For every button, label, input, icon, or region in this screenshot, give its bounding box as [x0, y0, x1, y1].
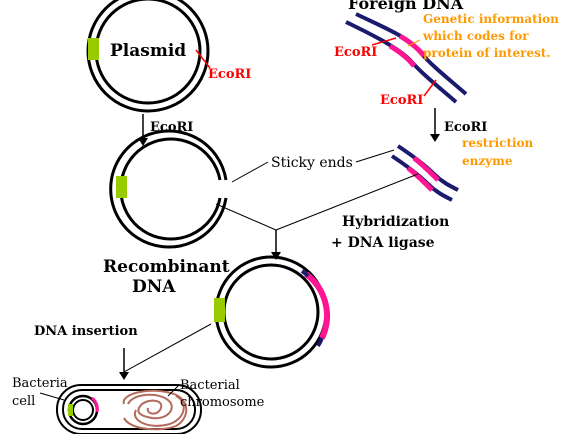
hybridization-line-2: + DNA ligase	[331, 235, 435, 251]
arrowhead-to-bacteria	[119, 372, 129, 380]
ecori-foreign-bottom-label: EcoRI	[380, 93, 423, 108]
bacteria-cell	[56, 384, 202, 434]
ecori-step-right-label: EcoRI	[444, 120, 487, 135]
bacterial-chromosome-line-1: Bacterial	[180, 378, 240, 393]
plasmid-label: Plasmid	[110, 41, 186, 61]
cut-plasmid	[109, 129, 228, 249]
plasmid-ecori-label: EcoRI	[208, 67, 251, 82]
restriction-enzyme-line-1: restriction	[462, 136, 534, 150]
fragment-gene-top	[412, 156, 440, 182]
bacterial-chromosome	[127, 393, 185, 427]
bacterial-chromosome-pointer	[167, 385, 179, 397]
join-line-right	[275, 173, 419, 231]
ecori-foreign-top-label: EcoRI	[334, 45, 377, 60]
plasmid: Plasmid EcoRI	[86, 0, 251, 113]
sticky-ends-pointer-left	[231, 161, 269, 183]
hybridization-line-1: Hybridization	[342, 214, 449, 230]
sticky-ends-pointer-right	[355, 149, 395, 163]
foreign-dna-title: Foreign DNA	[348, 0, 464, 13]
genetic-info-line-1: Genetic information	[423, 12, 559, 26]
bacteria-cell-pointer	[39, 392, 65, 401]
genetic-info-line-3: protein of interest.	[423, 46, 551, 60]
plasmid-ecori-pointer	[195, 49, 211, 69]
foreign-gene-segment-bottom	[388, 43, 416, 68]
recombinant-plasmid	[214, 255, 330, 369]
ecori-foreign-top-pointer	[371, 37, 397, 46]
foreign-gene-segment-top	[398, 33, 426, 58]
recombinant-gene-insert	[304, 271, 330, 340]
bacteria-cell-line-2: cell	[12, 394, 35, 409]
genetic-info-pointer	[407, 39, 421, 47]
recombinant-ecori-site	[214, 298, 225, 322]
sticky-ends-label: Sticky ends	[271, 155, 353, 171]
foreign-fragment	[390, 144, 459, 202]
dna-insertion-label: DNA insertion	[34, 324, 138, 339]
cut-plasmid-ecori-site	[116, 176, 127, 198]
recombinant-label-line-1: Recombinant	[103, 257, 230, 277]
recombinant-label-line-2: DNA	[132, 277, 176, 297]
genetic-info-line-2: which codes for	[422, 29, 529, 43]
genetic-info-label: Genetic information which codes for prot…	[422, 12, 559, 60]
ecori-foreign-bottom-pointer	[423, 79, 437, 97]
foreign-dna-strands	[345, 12, 468, 104]
restriction-enzyme-line-2: enzyme	[462, 154, 513, 168]
bacteria-cell-line-1: Bacteria	[12, 376, 68, 391]
bacterial-chromosome-line-2: chromosome	[180, 395, 265, 410]
plasmid-ecori-site	[88, 38, 99, 60]
join-line-left	[215, 203, 277, 231]
arrowhead-foreign-cut	[430, 134, 440, 142]
fragment-gene-bottom	[406, 166, 434, 192]
dna-insertion-line	[123, 323, 212, 373]
